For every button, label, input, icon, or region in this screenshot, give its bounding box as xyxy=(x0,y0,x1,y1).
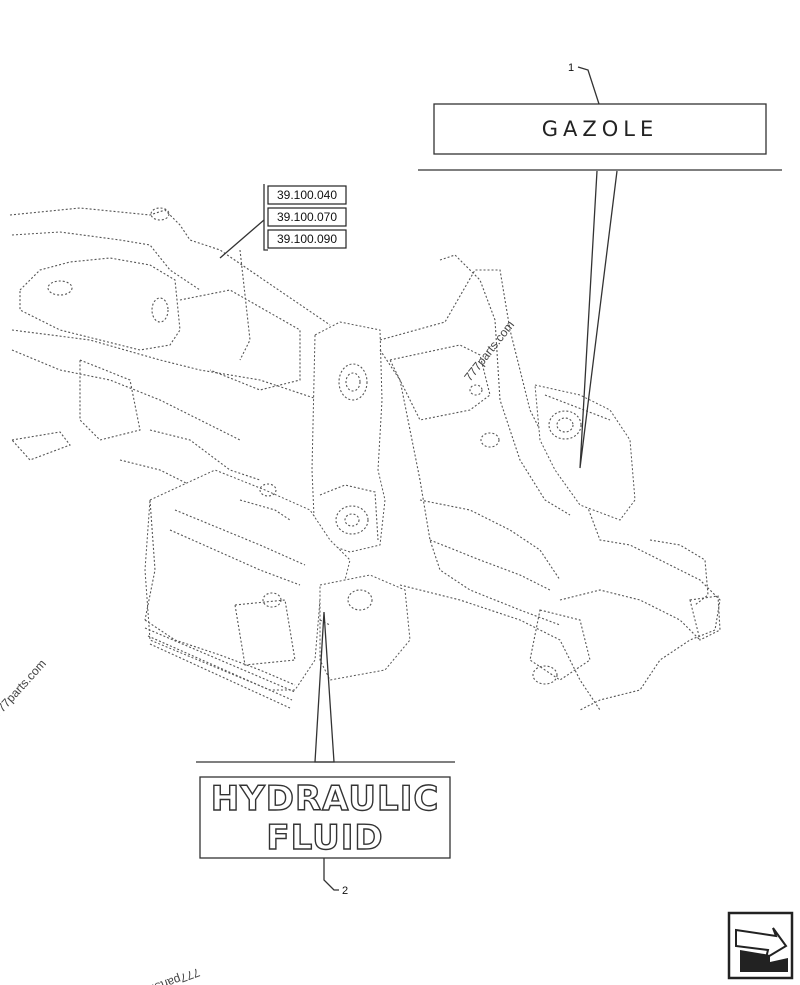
reference-3[interactable]: 39.100.090 xyxy=(277,232,337,246)
watermark-left: 777parts.com xyxy=(0,657,49,720)
hydraulic-label-line2: FLUID xyxy=(266,818,383,858)
reference-2[interactable]: 39.100.070 xyxy=(277,210,337,224)
reference-box-1 xyxy=(267,185,347,205)
reference-box-2 xyxy=(267,207,347,227)
callout-number-2: 2 xyxy=(342,885,348,897)
watermark-center: 777parts.com xyxy=(461,318,517,384)
gazole-label: GAZOLE xyxy=(542,117,659,141)
reference-1[interactable]: 39.100.040 xyxy=(277,188,337,202)
reference-list: 39.100.040 39.100.070 39.100.090 xyxy=(219,184,347,259)
next-page-arrow-icon[interactable] xyxy=(727,911,794,980)
hydraulic-label-line1: HYDRAULIC xyxy=(211,779,440,819)
hydraulic-fluid-decal-box xyxy=(199,776,451,859)
chassis-frame-drawing xyxy=(9,207,721,711)
callout-number-1: 1 xyxy=(568,62,574,74)
callout-1: 1 GAZOLE xyxy=(418,62,782,469)
gazole-decal-box xyxy=(433,103,767,155)
callout-2: HYDRAULIC FLUID 2 xyxy=(196,611,455,897)
reference-box-3 xyxy=(267,229,347,249)
watermark-bottom: 777parts.com xyxy=(129,965,202,985)
